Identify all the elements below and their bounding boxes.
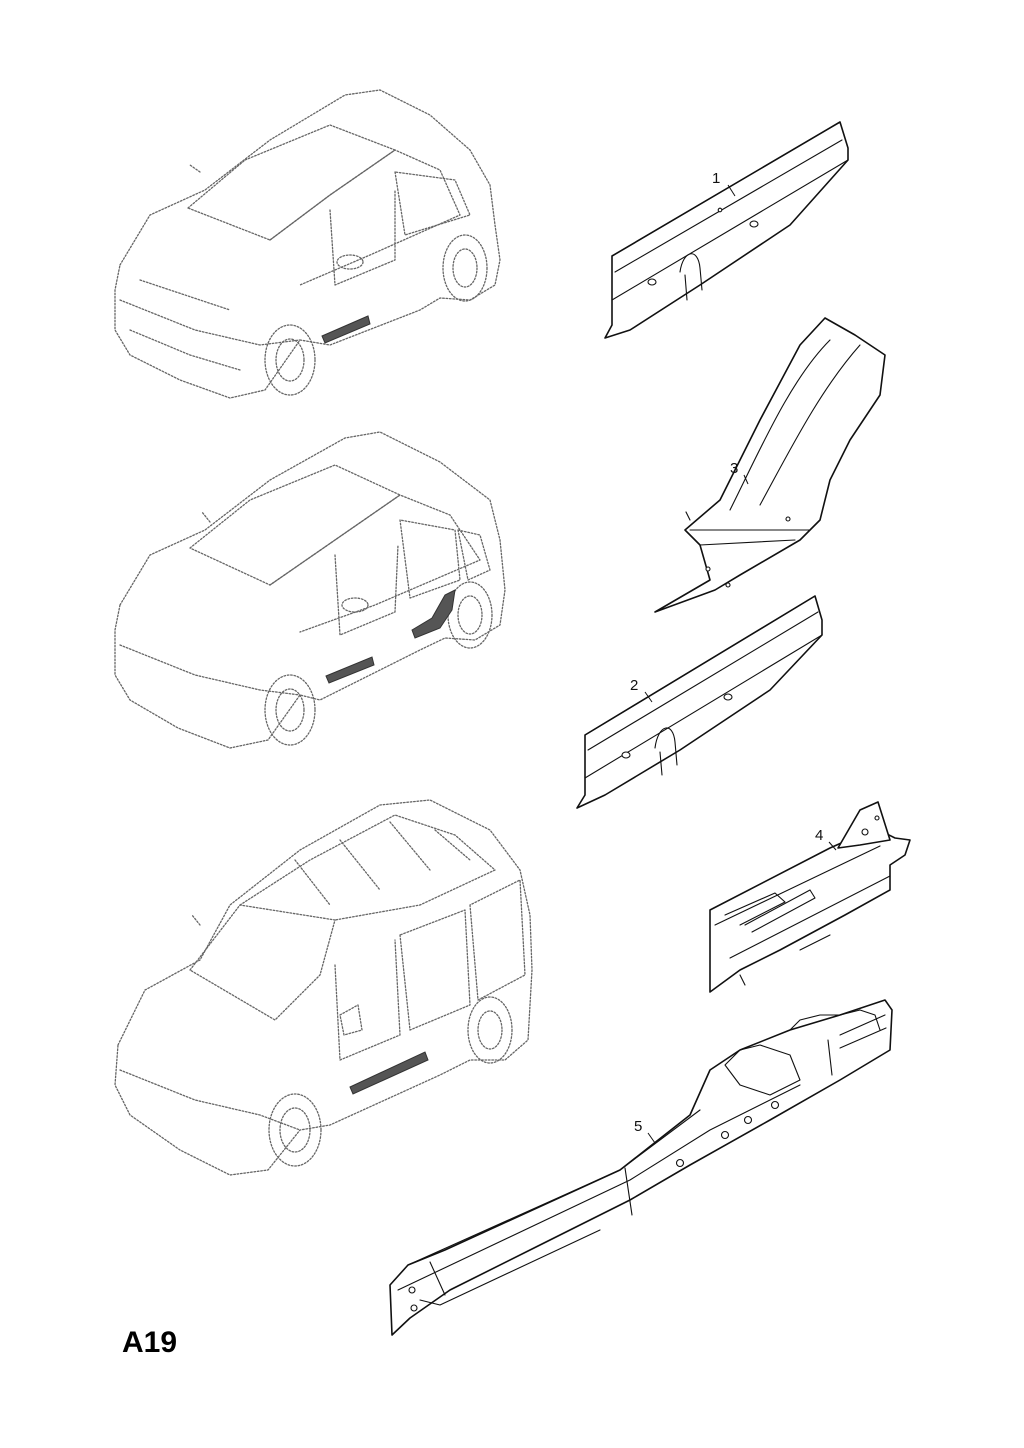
vehicle-hatchback-5door xyxy=(114,431,506,749)
part-5-sill-panel[interactable] xyxy=(389,999,893,1336)
callout-3: 3 xyxy=(730,460,749,485)
callout-4: 4 xyxy=(815,827,837,851)
callout-1: 1 xyxy=(712,170,736,197)
callout-3-label: 3 xyxy=(730,460,738,477)
vehicle-hatchback-3door xyxy=(114,89,501,399)
callout-4-label: 4 xyxy=(815,827,823,844)
part-3-wheelhouse-panel[interactable] xyxy=(654,317,886,613)
callout-2: 2 xyxy=(630,677,653,703)
part-1-rocker-reinforcement[interactable] xyxy=(604,121,849,339)
part-2-rocker-reinforcement[interactable] xyxy=(576,595,823,809)
callout-5: 5 xyxy=(634,1118,656,1144)
callout-2-label: 2 xyxy=(630,677,638,694)
part-4-sill-bracket[interactable] xyxy=(709,801,911,993)
sheet-code: A19 xyxy=(122,1326,177,1359)
callout-1-label: 1 xyxy=(712,170,720,187)
callout-5-label: 5 xyxy=(634,1118,642,1135)
vehicle-van xyxy=(114,799,533,1176)
